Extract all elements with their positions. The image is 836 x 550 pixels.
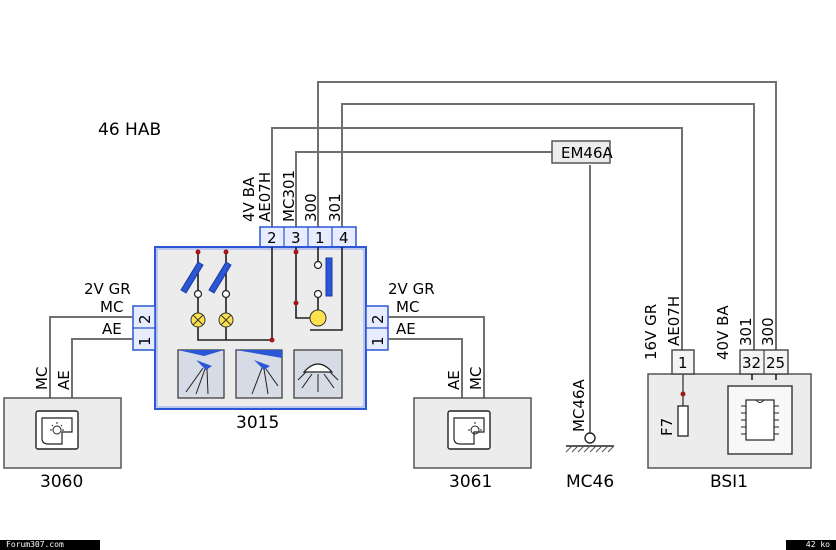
ground-id-label: MC46 (566, 472, 614, 492)
lamp-panel-2-icon (235, 349, 283, 399)
bsi-conn2-pin-32: 32 (742, 354, 761, 372)
ground-mc46: MC46A MC46 (565, 378, 615, 492)
lamp-2-icon (218, 312, 234, 328)
bsi-unit: 1 16V GR AE07H F7 32 25 40V BA 301 300 (642, 296, 812, 492)
right-pin-2: 2 (369, 314, 387, 324)
right-pin-1: 1 (369, 336, 387, 346)
switch-3061: 3061 (413, 397, 532, 492)
ground-wire-label: MC46A (570, 378, 588, 432)
wire-label-300: 300 (302, 193, 320, 222)
right-vert-ae-label: AE (445, 370, 463, 390)
wire-300 (317, 81, 777, 350)
unit-3015-left-connector: 2 1 (132, 305, 156, 351)
lamp-1-icon (190, 312, 206, 328)
left-pin-1: 1 (136, 336, 154, 346)
left-pin-2: 2 (136, 314, 154, 324)
top-pin-2: 2 (267, 229, 277, 247)
dome-switch-2 (208, 261, 232, 299)
left-vert-mc-label: MC (33, 367, 51, 390)
door-switch-icon (447, 410, 491, 450)
switch-3060-label: 3060 (40, 472, 83, 492)
right-wires (388, 316, 485, 398)
wire-ae07h (271, 127, 683, 350)
wire-301 (341, 103, 755, 350)
bsi-chip-icon (727, 385, 793, 455)
bsi-conn2-wire-300: 300 (759, 317, 777, 346)
em46a-label: EM46A (561, 144, 614, 162)
top-connector: 2 3 1 4 (259, 226, 357, 248)
top-pin-3: 3 (291, 229, 301, 247)
switch-3060: 3060 (3, 397, 122, 492)
footer-size: 42 ko (786, 540, 836, 550)
left-wires (49, 316, 133, 398)
bsi-conn1-pin: 1 (678, 354, 688, 372)
wire-label-301: 301 (326, 193, 344, 222)
wire-mc301 (295, 151, 552, 227)
right-ae-label: AE (396, 320, 416, 338)
top-pin-4: 4 (339, 229, 349, 247)
door-switch-icon (35, 410, 79, 450)
lamp-panel-3-icon (293, 349, 343, 399)
bsi-conn2-pin-25: 25 (766, 354, 785, 372)
right-vert-mc-label: MC (467, 367, 485, 390)
bsi-conn2-wire-301: 301 (737, 317, 755, 346)
wire-label-4v-ba: 4V BA (240, 176, 258, 222)
wire-label-ae07h: AE07H (256, 172, 274, 222)
bsi-conn2-label: 40V BA (714, 305, 732, 360)
right-conn-label: 2V GR (388, 280, 435, 298)
unit-3015: 3015 (154, 246, 367, 433)
bsi-conn1-wire-label: AE07H (665, 296, 683, 346)
unit-3015-label: 3015 (236, 413, 279, 433)
left-ae-label: AE (102, 320, 122, 338)
top-wire-labels: 4V BA AE07H MC301 300 301 (240, 170, 344, 222)
em46a-splice: EM46A (551, 140, 614, 164)
unit-3015-right-connector: 2 1 (365, 305, 389, 351)
dome-switch-1 (180, 260, 204, 299)
bsi-conn1-label: 16V GR (642, 304, 660, 360)
switch-3061-label: 3061 (449, 472, 492, 492)
wire-label-mc301: MC301 (280, 170, 298, 222)
left-conn-label: 2V GR (84, 280, 131, 298)
left-vert-ae-label: AE (55, 370, 73, 390)
footer-site: Forum307.com (0, 540, 100, 550)
right-mc-label: MC (396, 298, 419, 316)
relay-switch (309, 257, 333, 327)
fuse-f7-label: F7 (658, 418, 676, 436)
diagram-title: 46 HAB (98, 120, 161, 140)
left-mc-label: MC (100, 298, 123, 316)
top-pin-1: 1 (315, 229, 325, 247)
bsi-label: BSI1 (710, 472, 748, 492)
fuse-f7-icon (677, 374, 689, 437)
lamp-panel-1-icon (177, 349, 225, 399)
